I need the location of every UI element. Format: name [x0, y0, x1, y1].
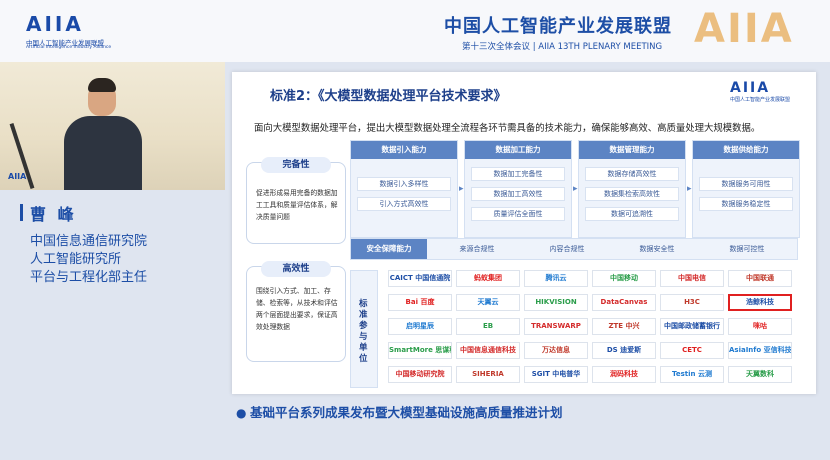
- participant-logo: CAICT 中国信通院: [388, 270, 452, 287]
- event-big-logo: AIIA: [694, 6, 794, 52]
- participant-logo: CETC: [660, 342, 724, 359]
- participant-logo: ZTE 中兴: [592, 318, 656, 335]
- event-subtitle: 第十三次全体会议 | AIIA 13TH PLENARY MEETING: [462, 42, 663, 52]
- capability-item: 质量评估全面性: [471, 207, 565, 221]
- capability-header: 数据管理能力: [579, 141, 685, 159]
- slide-logo-mark: AIIA: [730, 80, 771, 96]
- speaker-video: AIIA: [0, 62, 225, 190]
- capability-header: 数据引入能力: [351, 141, 457, 159]
- capability-item: 数据引入多样性: [357, 177, 451, 191]
- capability-column-manage: 数据管理能力 数据存储高效性 数据集检索高效性 数据可追溯性: [578, 140, 686, 238]
- participant-logo: 润码科技: [592, 366, 656, 383]
- capability-column-ingest: 数据引入能力 数据引入多样性 引入方式高效性: [350, 140, 458, 238]
- capability-item: 数据存储高效性: [585, 167, 679, 181]
- participant-logo: 天翼云: [456, 294, 520, 311]
- feature-card-efficiency: 高效性 围绕引入方式、加工、存储、检索等，从技术和评估两个层面提出要求，保证高效…: [246, 261, 346, 362]
- logo-mark: AIIA: [26, 12, 84, 36]
- participant-logo: SGIT 中电普华: [524, 366, 588, 383]
- participant-logo: SmartMore 思谋科技: [388, 342, 452, 359]
- logo-cn-name: 中国人工智能产业发展联盟: [26, 39, 104, 47]
- flow-arrow-icon: ▸: [687, 184, 692, 194]
- security-header: 安全保障能力: [351, 239, 427, 259]
- slide-title: 标准2：《大模型数据处理平台技术要求》: [270, 89, 507, 104]
- aiia-logo: AIIA 中国人工智能产业发展联盟 Artificial Intelligenc…: [26, 12, 124, 52]
- card-title: 完备性: [261, 157, 331, 173]
- card-title: 高效性: [261, 261, 331, 277]
- participant-logo: 中国移动: [592, 270, 656, 287]
- capability-item: 引入方式高效性: [357, 197, 451, 211]
- card-body: 围绕引入方式、加工、存储、检索等，从技术和评估两个层面提出要求，保证高效处理数据: [256, 287, 338, 331]
- capability-item: 数据加工完备性: [471, 167, 565, 181]
- participant-logo: EB: [456, 318, 520, 335]
- participant-logo: 天翼数科: [728, 366, 792, 383]
- participant-logo: 中国联通: [728, 270, 792, 287]
- participant-logo: 浩鲸科技: [728, 294, 792, 311]
- participant-logo: SIHERIA: [456, 366, 520, 383]
- speaker-org-1: 中国信息通信研究院: [30, 234, 148, 249]
- speaker-name: 曹 峰: [30, 205, 77, 224]
- security-item: 内容合规性: [549, 245, 585, 253]
- participant-logo: Testin 云测: [660, 366, 724, 383]
- logo-en-name: Artificial Intelligence Industry Allianc…: [26, 45, 112, 50]
- speaker-title: 平台与工程化部主任: [30, 270, 148, 285]
- participant-logo: DataCanvas: [592, 294, 656, 311]
- participant-logo: TRANSWARP: [524, 318, 588, 335]
- bottom-caption: 基础平台系列成果发布暨大模型基础设施高质量推进计划: [250, 405, 563, 420]
- participants-label-text: 标准参与单位: [359, 299, 368, 364]
- bullet-icon: ●: [236, 406, 247, 420]
- participant-logo: 蚂蚁集团: [456, 270, 520, 287]
- capability-item: 数据加工高效性: [471, 187, 565, 201]
- capability-item: 数据服务可用性: [699, 177, 793, 191]
- security-item: 数据安全性: [639, 245, 675, 253]
- video-logo: AIIA: [8, 172, 27, 181]
- flow-arrow-icon: ▸: [573, 184, 578, 194]
- participant-logo: AsiaInfo 亚信科技: [728, 342, 792, 359]
- security-item: 来源合规性: [459, 245, 495, 253]
- slide-description: 面向大模型数据处理平台，提出大模型数据处理全流程各环节需具备的技术能力，确保能够…: [254, 123, 761, 134]
- capability-item: 数据集检索高效性: [585, 187, 679, 201]
- participant-logo: 中国邮政储蓄银行: [660, 318, 724, 335]
- presentation-slide: 标准2：《大模型数据处理平台技术要求》 AIIA 中国人工智能产业发展联盟 面向…: [232, 72, 816, 394]
- participant-logo: 中国信息通信科技: [456, 342, 520, 359]
- speaker-accent-bar: [20, 204, 23, 221]
- slide-logo-cn: 中国人工智能产业发展联盟: [730, 97, 791, 103]
- capability-item: 数据可追溯性: [585, 207, 679, 221]
- participant-logo: 腾讯云: [524, 270, 588, 287]
- security-row: 安全保障能力 来源合规性 内容合规性 数据安全性 数据可控性: [350, 238, 798, 260]
- header-bar: AIIA 中国人工智能产业发展联盟 Artificial Intelligenc…: [0, 0, 830, 62]
- participant-logo: 启明星辰: [388, 318, 452, 335]
- slide-logo: AIIA 中国人工智能产业发展联盟: [730, 80, 802, 103]
- participant-logo: HIKVISION: [524, 294, 588, 311]
- capability-header: 数据供给能力: [693, 141, 799, 159]
- participants-label: 标准参与单位: [350, 270, 378, 388]
- speaker-hair: [88, 78, 116, 92]
- capability-column-supply: 数据供给能力 数据服务可用性 数据服务稳定性: [692, 140, 800, 238]
- event-title: 中国人工智能产业发展联盟: [444, 16, 672, 37]
- participant-logo: 万达信息: [524, 342, 588, 359]
- security-item: 数据可控性: [729, 245, 765, 253]
- participant-logo: 咪咕: [728, 318, 792, 335]
- speaker-org-2: 人工智能研究所: [30, 252, 122, 267]
- flow-arrow-icon: ▸: [459, 184, 464, 194]
- participant-logo: 中国电信: [660, 270, 724, 287]
- participant-logo: H3C: [660, 294, 724, 311]
- capability-column-process: 数据加工能力 数据加工完备性 数据加工高效性 质量评估全面性: [464, 140, 572, 238]
- capability-item: 数据服务稳定性: [699, 197, 793, 211]
- participant-logo: 中国移动研究院: [388, 366, 452, 383]
- speaker-figure: [64, 116, 142, 190]
- participant-logo: Bai 百度: [388, 294, 452, 311]
- participant-logo: DS 迪爱斯: [592, 342, 656, 359]
- feature-card-completeness: 完备性 促进形成易用完备的数据加工工具和质量评估体系，解决质量问题: [246, 157, 346, 244]
- card-body: 促进形成易用完备的数据加工工具和质量评估体系，解决质量问题: [256, 189, 338, 221]
- capability-header: 数据加工能力: [465, 141, 571, 159]
